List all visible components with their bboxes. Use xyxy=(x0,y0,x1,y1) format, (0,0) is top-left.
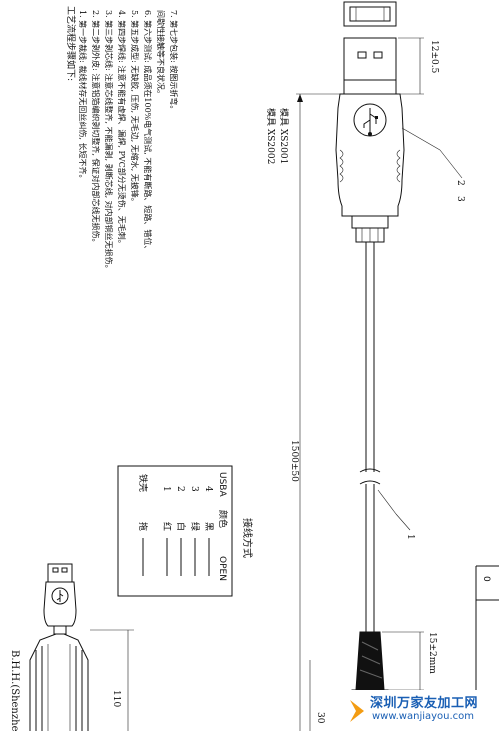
wiring-row-2: 3 绿 xyxy=(189,486,201,576)
process-step-3: 3. 第三步剥芯线: 注意芯线整齐, 不能漏剥, 剥断芯线, 对内部铜丝无损伤。 xyxy=(104,10,114,273)
usb-a-plug-top xyxy=(335,1,405,243)
wiring-row-1: 4 黑 xyxy=(203,486,214,576)
dim-plug-height-label: 12±0.5 xyxy=(429,40,439,74)
wiring-color: 拖 xyxy=(137,522,149,531)
wiring-row-4: 1 红 xyxy=(161,486,173,576)
process-notes: 工艺流程步骤如下: 1. 第一步裁线: 裁线材存无回丝纠伤, 长短不齐。 2. … xyxy=(65,6,179,273)
mold-labels: 模具 XS2002 模具 XS2001 xyxy=(265,108,289,164)
process-step-6b: 间歇性接触等不良状况。 xyxy=(156,10,166,98)
wiring-pin: 2 xyxy=(175,486,185,492)
wiring-color: 红 xyxy=(161,522,173,531)
wiring-pin: 1 xyxy=(161,486,171,492)
title-block-cell: 0 xyxy=(481,576,491,582)
wiring-row-3: 2 白 xyxy=(175,486,187,576)
callout-1: 1 xyxy=(377,489,415,540)
wiring-table xyxy=(117,465,233,597)
wiring-pin: 3 xyxy=(189,486,199,492)
process-step-5: 5. 第五步成型: 无缺胶, 压伤, 无毛边, 无缩水, 无披锋。 xyxy=(130,10,140,206)
wiring-title: 接线方式 xyxy=(241,518,254,558)
cable xyxy=(359,242,381,632)
wiring-color: 绿 xyxy=(189,522,201,531)
dim-boot-length-label: 15±2mm xyxy=(427,632,437,674)
callout-1-label: 1 xyxy=(405,534,415,540)
callout-2: 2 xyxy=(455,180,465,186)
dim-plug-to-boot-label: 30 xyxy=(315,712,325,724)
callout-2-3: 2 3 xyxy=(401,127,465,202)
wiring-pin: 铁壳 xyxy=(137,474,149,492)
dim-total-length: 1500±50 xyxy=(289,93,340,731)
dim-coil-width-label: 110 xyxy=(111,690,121,707)
dim-plug-height: 12±0.5 xyxy=(398,37,439,95)
mold-xs2002: 模具 XS2002 xyxy=(265,108,276,164)
process-step-4: 4. 第四步焊线: 注意不能有虚焊、漏焊, PVC部分无烫伤、无毛刺。 xyxy=(117,10,127,248)
wiring-section: 接线方式 USBA 颜色 OPEN 4 黑 3 绿 2 白 1 红 铁壳 xyxy=(117,465,254,597)
process-step-6: 6. 第六步测试: 成品须在100%电气测试, 不能有断路、短路、错位、 xyxy=(143,10,153,253)
wiring-pin: 4 xyxy=(203,486,213,492)
watermark-logo-icon xyxy=(350,700,364,722)
wiring-row-5: 铁壳 拖 xyxy=(137,474,149,576)
watermark-site: 深圳万家友加工网 xyxy=(370,696,479,711)
dim-boot-length: 15±2mm xyxy=(382,631,437,691)
callout-3: 3 xyxy=(455,196,465,202)
packaged-plug xyxy=(29,563,89,731)
wiring-header-usba: USBA xyxy=(217,472,227,497)
dim-plug-to-boot: 30 xyxy=(309,660,325,731)
process-heading: 工艺流程步骤如下: xyxy=(65,6,77,81)
watermark: 深圳万家友加工网 www.wanjiayou.com xyxy=(342,690,499,731)
dim-coil-width: 110 xyxy=(90,629,134,731)
watermark-url: www.wanjiayou.com xyxy=(372,711,475,722)
process-step-2: 2. 第二步剥外皮: 注意铝箔编织剥切整齐, 保证对内部芯线无损伤。 xyxy=(91,10,101,247)
process-step-7: 7. 第七步包装: 按图示折弯。 xyxy=(169,10,179,113)
bottom-company-text: B.H.H.(Shenzhen) xyxy=(9,650,20,731)
process-step-1: 1. 第一步裁线: 裁线材存无回丝纠伤, 长短不齐。 xyxy=(78,10,88,183)
dim-total-length-label: 1500±50 xyxy=(289,440,299,482)
wiring-header-color: 颜色 xyxy=(217,510,229,528)
wiring-color: 黑 xyxy=(203,522,214,531)
wiring-color: 白 xyxy=(175,522,187,531)
wiring-header-open: OPEN xyxy=(217,556,227,581)
mold-xs2001: 模具 XS2001 xyxy=(278,108,289,164)
